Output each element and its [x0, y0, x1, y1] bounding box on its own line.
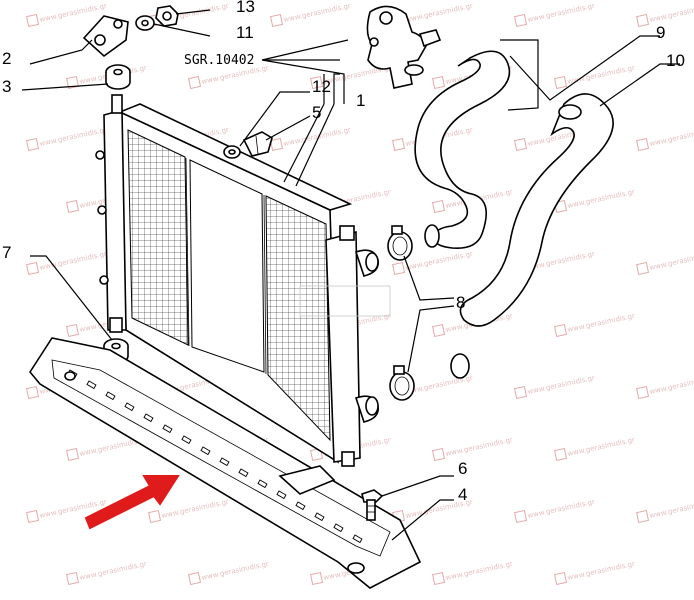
- lower-hose-10: [450, 93, 614, 379]
- svg-text:www.gerasimidis.gr: www.gerasimidis.gr: [161, 498, 230, 520]
- watermark-tile: www.gerasimidis.gr: [636, 374, 694, 400]
- svg-text:www.gerasimidis.gr: www.gerasimidis.gr: [567, 64, 636, 86]
- svg-text:www.gerasimidis.gr: www.gerasimidis.gr: [567, 436, 636, 458]
- callout-6: 6: [458, 459, 467, 478]
- crossmember-slot: [333, 523, 344, 533]
- hose-clamp-lower: [389, 365, 415, 401]
- watermark-tile: www.gerasimidis.gr: [432, 436, 514, 462]
- svg-text:www.gerasimidis.gr: www.gerasimidis.gr: [445, 560, 514, 582]
- crossmember-slot: [105, 391, 116, 401]
- red-arrow: [84, 475, 180, 530]
- watermark-tile: www.gerasimidis.gr: [66, 560, 148, 586]
- callout-3: 3: [2, 77, 11, 96]
- svg-text:www.gerasimidis.gr: www.gerasimidis.gr: [527, 374, 596, 396]
- watermark-tile: www.gerasimidis.gr: [26, 250, 108, 276]
- crossmember-slot: [200, 446, 211, 456]
- svg-text:www.gerasimidis.gr: www.gerasimidis.gr: [649, 250, 694, 272]
- reference-code: SGR.10402: [184, 53, 254, 68]
- crossmember-slot: [86, 380, 97, 390]
- crossmember-slot: [219, 457, 230, 467]
- hose-clamp-upper: [387, 225, 413, 261]
- leader-lines: [21, 9, 680, 541]
- svg-text:www.gerasimidis.gr: www.gerasimidis.gr: [79, 560, 148, 582]
- watermark-tile: www.gerasimidis.gr: [554, 312, 636, 338]
- svg-text:www.gerasimidis.gr: www.gerasimidis.gr: [201, 560, 270, 582]
- svg-text:www.gerasimidis.gr: www.gerasimidis.gr: [405, 2, 474, 24]
- callout-2: 2: [2, 49, 11, 68]
- watermark-tile: www.gerasimidis.gr: [636, 498, 694, 524]
- crossmember-slot: [314, 512, 325, 522]
- watermark-tile: www.gerasimidis.gr: [636, 250, 694, 276]
- svg-text:www.gerasimidis.gr: www.gerasimidis.gr: [649, 374, 694, 396]
- crossmember-slot: [162, 424, 173, 434]
- grommet-3: [105, 64, 131, 90]
- svg-text:www.gerasimidis.gr: www.gerasimidis.gr: [445, 436, 514, 458]
- bracket-2: [82, 15, 129, 58]
- crossmember-4: [29, 337, 422, 589]
- thermostat-housing: [366, 5, 442, 89]
- crossmember-slot: [143, 413, 154, 423]
- svg-text:www.gerasimidis.gr: www.gerasimidis.gr: [567, 560, 636, 582]
- crossmember-slot: [181, 435, 192, 445]
- bolt-6: [361, 489, 384, 521]
- crossmember-slot: [257, 479, 268, 489]
- watermark-tile: www.gerasimidis.gr: [432, 560, 514, 586]
- svg-text:www.gerasimidis.gr: www.gerasimidis.gr: [283, 126, 352, 148]
- callout-12: 12: [312, 77, 331, 96]
- watermark-tile: www.gerasimidis.gr: [26, 126, 108, 152]
- svg-text:www.gerasimidis.gr: www.gerasimidis.gr: [405, 250, 474, 272]
- crossmember-slot: [295, 501, 306, 511]
- watermark-tile: www.gerasimidis.gr: [188, 560, 270, 586]
- svg-text:www.gerasimidis.gr: www.gerasimidis.gr: [649, 2, 694, 24]
- svg-text:www.gerasimidis.gr: www.gerasimidis.gr: [39, 126, 108, 148]
- svg-text:www.gerasimidis.gr: www.gerasimidis.gr: [567, 312, 636, 334]
- callout-13: 13: [236, 0, 255, 16]
- svg-text:www.gerasimidis.gr: www.gerasimidis.gr: [649, 126, 694, 148]
- watermark-tile: www.gerasimidis.gr: [554, 436, 636, 462]
- crossmember-slot: [352, 534, 363, 544]
- callout-7: 7: [2, 243, 11, 262]
- callout-labels: 13 11 2 3 SGR.10402 12 5 1 7 8 9 10 6 4: [2, 0, 685, 504]
- callout-5: 5: [312, 103, 321, 122]
- callout-8: 8: [456, 293, 465, 312]
- watermark-tile: www.gerasimidis.gr: [514, 374, 596, 400]
- watermark-tile: www.gerasimidis.gr: [270, 2, 352, 28]
- svg-text:www.gerasimidis.gr: www.gerasimidis.gr: [39, 2, 108, 24]
- watermark-tile: www.gerasimidis.gr: [554, 64, 636, 90]
- radiator: [95, 94, 391, 467]
- svg-text:www.gerasimidis.gr: www.gerasimidis.gr: [283, 2, 352, 24]
- svg-text:www.gerasimidis.gr: www.gerasimidis.gr: [649, 498, 694, 520]
- svg-text:www.gerasimidis.gr: www.gerasimidis.gr: [567, 188, 636, 210]
- svg-text:www.gerasimidis.gr: www.gerasimidis.gr: [527, 498, 596, 520]
- watermark-tile: www.gerasimidis.gr: [26, 2, 108, 28]
- bleed-screw-5: [242, 131, 273, 157]
- callout-10: 10: [666, 51, 685, 70]
- washer-11: [135, 15, 155, 31]
- washer-12: [223, 145, 241, 159]
- upper-hose-9: [414, 50, 511, 250]
- nut-13: [155, 5, 179, 27]
- callout-4: 4: [458, 485, 467, 504]
- watermark-tile: www.gerasimidis.gr: [636, 126, 694, 152]
- crossmember-slot: [238, 468, 249, 478]
- callout-11: 11: [236, 23, 254, 42]
- crossmember-slot: [124, 402, 135, 412]
- callout-1: 1: [356, 91, 365, 110]
- watermark-tile: www.gerasimidis.gr: [554, 560, 636, 586]
- watermark-tile: www.gerasimidis.gr: [514, 2, 596, 28]
- callout-9: 9: [656, 23, 665, 42]
- watermark-tile: www.gerasimidis.gr: [514, 498, 596, 524]
- crossmember-slot: [276, 490, 287, 500]
- svg-text:www.gerasimidis.gr: www.gerasimidis.gr: [527, 2, 596, 24]
